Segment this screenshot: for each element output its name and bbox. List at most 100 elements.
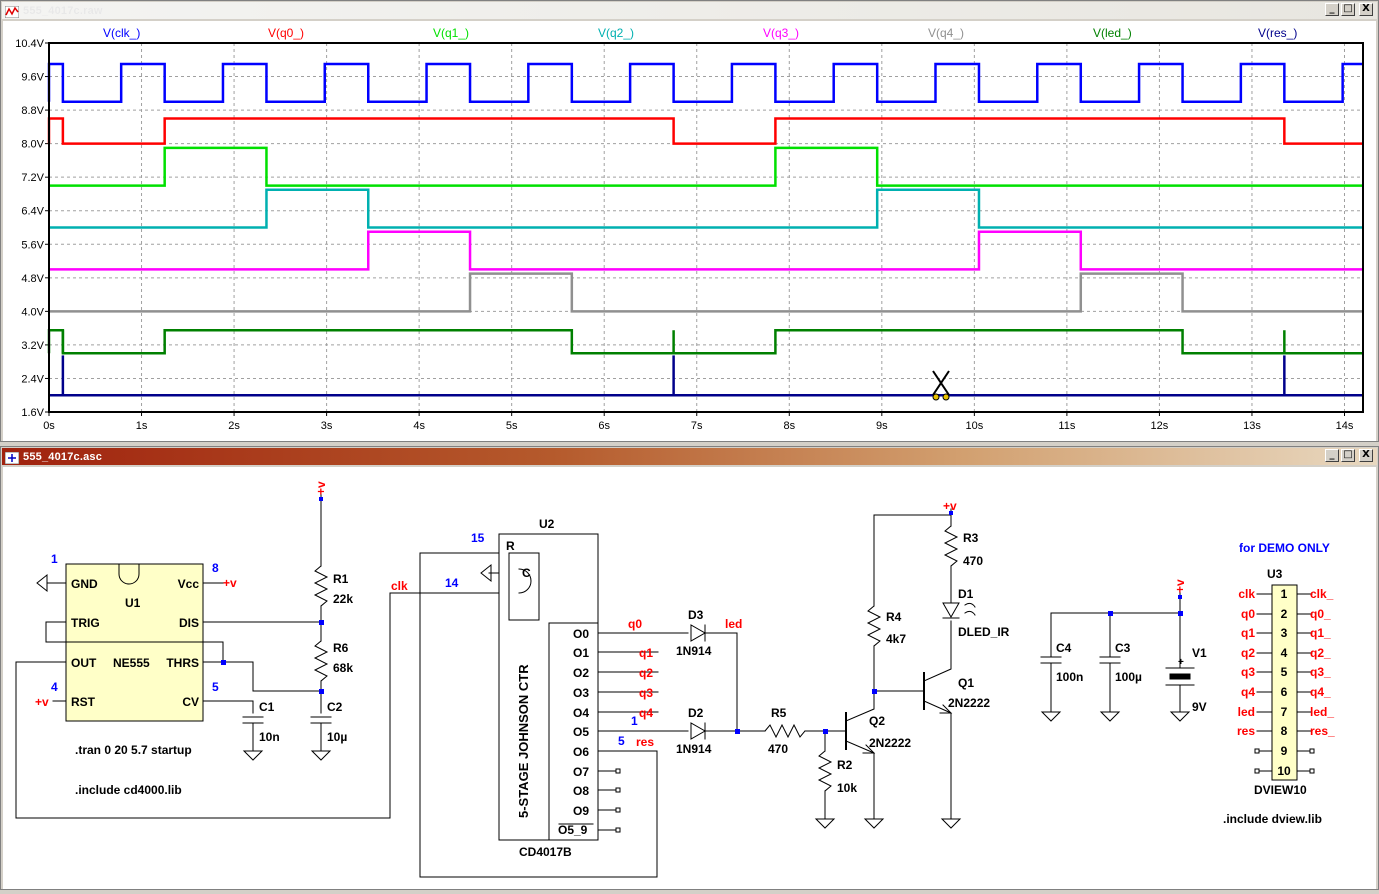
- u1-vcc-net-label: +v: [223, 576, 237, 590]
- r5-value: 470: [768, 742, 788, 756]
- r4-symbol[interactable]: [866, 605, 882, 647]
- c3-ref: C3: [1115, 641, 1131, 655]
- r6-value: 68k: [333, 661, 353, 675]
- battery-plus-mark: +: [1178, 657, 1184, 668]
- c2-value: 10µ: [327, 730, 347, 744]
- y-tick-label: 4.8V: [21, 273, 44, 285]
- u2-pin-r: R: [506, 539, 515, 553]
- u2-out-o0: O0: [573, 627, 589, 641]
- u1-pin-num-cv: 5: [212, 680, 219, 694]
- schematic-titlebar[interactable]: 555_4017c.asc _ □ X: [2, 448, 1377, 465]
- q1-net-label: q1: [639, 646, 653, 660]
- ground-icon: [940, 818, 962, 829]
- u3-right-label: q4_: [1310, 685, 1331, 699]
- u2-out-o5: O5: [573, 725, 589, 739]
- u3-right-label: led_: [1310, 705, 1334, 719]
- y-tick-label: 8.8V: [21, 105, 44, 117]
- u1-pin-trig: TRIG: [71, 616, 100, 630]
- r2-symbol[interactable]: [817, 750, 833, 792]
- r3-ref: R3: [963, 531, 979, 545]
- u2-out-o9: O9: [573, 804, 589, 818]
- r1-symbol[interactable]: [313, 565, 329, 607]
- c1-ref: C1: [259, 700, 275, 714]
- v1-value: 9V: [1192, 700, 1207, 714]
- legend-vclk: V(clk_): [103, 26, 140, 40]
- q2-ref: Q2: [869, 714, 885, 728]
- close-button[interactable]: X: [1359, 449, 1373, 462]
- trace-vled: [47, 328, 1363, 355]
- x-tick-label: 8s: [783, 420, 795, 432]
- q2-net-label: q2: [639, 666, 653, 680]
- u3-right-label: res_: [1310, 724, 1335, 738]
- r2-value: 10k: [837, 781, 857, 795]
- ground-icon: [863, 818, 885, 829]
- u3-part: DVIEW10: [1254, 783, 1307, 797]
- u3-pin-num: 5: [1281, 665, 1288, 679]
- waveform-chart[interactable]: 1.6V2.4V3.2V4.0V4.8V5.6V6.4V7.2V8.0V8.8V…: [3, 21, 1378, 441]
- u3-body[interactable]: [1271, 584, 1298, 781]
- u1-pin-rst: RST: [71, 695, 96, 709]
- c2-ref: C2: [327, 700, 343, 714]
- include-dview-directive[interactable]: .include dview.lib: [1223, 812, 1322, 826]
- v1-supply-label: +v: [1173, 579, 1187, 593]
- trace-vq0: [47, 117, 1363, 145]
- ground-icon: [480, 563, 492, 583]
- legend-vq3: V(q3_): [763, 26, 799, 40]
- d2-symbol[interactable]: [690, 722, 707, 740]
- x-tick-label: 3s: [321, 420, 333, 432]
- waveform-window-title: 555_4017c.raw: [23, 4, 103, 17]
- x-tick-label: 7s: [691, 420, 703, 432]
- clk-net-label: clk: [391, 579, 408, 593]
- legend-vq2: V(q2_): [598, 26, 634, 40]
- trace-vq2: [49, 188, 1363, 229]
- led-net-label: led: [725, 617, 742, 631]
- schematic-drawing[interactable]: GND Vcc TRIG DIS OUT THRS RST CV U1 NE55…: [3, 467, 1378, 889]
- u3-left-label: q2: [1241, 646, 1255, 660]
- u2-out-o7: O7: [573, 765, 589, 779]
- ground-icon: [310, 750, 332, 761]
- u2-out-o8: O8: [573, 784, 589, 798]
- close-button[interactable]: X: [1359, 3, 1373, 16]
- u1-pin-vcc: Vcc: [178, 577, 200, 591]
- legend-vres: V(res_): [1258, 26, 1297, 40]
- u3-pin-num: 9: [1281, 744, 1288, 758]
- u3-right-label: clk_: [1310, 587, 1334, 601]
- r4-value: 4k7: [886, 632, 906, 646]
- ground-icon: [1040, 711, 1062, 722]
- d1-symbol[interactable]: [942, 602, 960, 619]
- schematic-window-title: 555_4017c.asc: [23, 450, 103, 463]
- u2-out-o1: O1: [573, 646, 589, 660]
- res-net-label: res: [636, 735, 654, 749]
- restore-button[interactable]: □: [1341, 3, 1355, 16]
- u2-pin-num-r: 15: [471, 531, 485, 545]
- u2-out-o5-9: O5_9: [558, 823, 588, 837]
- include-cd4000-directive[interactable]: .include cd4000.lib: [75, 783, 182, 797]
- u1-ref: U1: [125, 596, 141, 610]
- u2-pin-num-o6: 5: [618, 734, 625, 748]
- legend-vq1: V(q1_): [433, 26, 469, 40]
- r5-symbol[interactable]: [764, 723, 806, 739]
- minimize-button[interactable]: _: [1325, 449, 1339, 462]
- r3-symbol[interactable]: [943, 525, 959, 567]
- u3-left-label: clk: [1238, 587, 1255, 601]
- y-tick-label: 10.4V: [15, 38, 44, 50]
- r1-value: 22k: [333, 592, 353, 606]
- u3-right-label: q3_: [1310, 665, 1331, 679]
- y-tick-label: 5.6V: [21, 239, 44, 251]
- u2-out-o6: O6: [573, 745, 589, 759]
- u2-out-o4: O4: [573, 706, 589, 720]
- minimize-button[interactable]: _: [1325, 3, 1339, 16]
- schematic-canvas[interactable]: GND Vcc TRIG DIS OUT THRS RST CV U1 NE55…: [3, 467, 1376, 889]
- r1-ref: R1: [333, 572, 349, 586]
- u3-ref: U3: [1267, 567, 1283, 581]
- x-tick-label: 14s: [1336, 420, 1354, 432]
- q3-net-label: q3: [639, 686, 653, 700]
- d3-symbol[interactable]: [690, 624, 707, 642]
- x-tick-label: 9s: [876, 420, 888, 432]
- tran-directive[interactable]: .tran 0 20 5.7 startup: [75, 743, 192, 757]
- r6-symbol[interactable]: [313, 640, 329, 682]
- restore-button[interactable]: □: [1341, 449, 1355, 462]
- waveform-titlebar[interactable]: 555_4017c.raw _ □ X: [2, 2, 1377, 19]
